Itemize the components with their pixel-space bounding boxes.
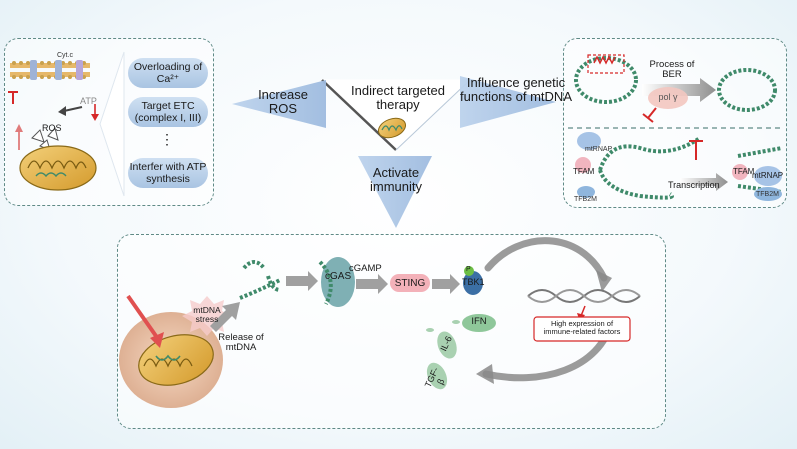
tfam-blob-left	[575, 157, 591, 173]
panel-right-genetic	[563, 38, 787, 208]
increase-arrow-icon	[15, 124, 23, 150]
high-expression-label: High expression of immune-related factor…	[543, 319, 621, 337]
tfam-right-label: TFAM	[733, 167, 755, 176]
cgamp-label: cGAMP	[349, 263, 382, 274]
swoosh-arrowhead-bottom	[476, 364, 494, 384]
center-v-shape	[320, 79, 472, 151]
transcription-arrow	[680, 173, 728, 191]
center-mito-icon	[377, 117, 407, 139]
cgas-dna-strand	[318, 260, 333, 305]
tfb2m-right-label: TFB2M	[756, 191, 779, 198]
cgas-label: cGAS	[325, 271, 352, 282]
mtrnap-left-label: mtRNAP	[585, 146, 613, 153]
ros-arrow-icon	[58, 106, 83, 116]
swoosh-arrowhead-top	[596, 270, 612, 292]
ifn-label: IFN	[471, 316, 487, 327]
released-mtdna-fragments	[239, 260, 281, 300]
tfb2m-blob-left	[577, 186, 595, 198]
mechanism-target-etc: Target ETC (complex I, III)	[128, 97, 208, 127]
circular-mtdna-damaged	[574, 54, 638, 104]
phosphate-blob	[464, 266, 474, 276]
pol-gamma-blob	[648, 87, 688, 109]
tfam-blob-right	[732, 164, 748, 180]
mitochondrion-left	[19, 145, 97, 191]
inhibit-icon-transcription	[689, 140, 703, 160]
mtrnap-right-label: mtRNAP	[752, 171, 784, 180]
mechanism-atp-synthesis: Interfer with ATP synthesis	[128, 158, 208, 188]
mechanism-ca-overload: Overloading of Ca²⁺	[128, 58, 208, 88]
transcription-label: Transcription	[668, 180, 720, 190]
swoosh-arrow-top	[484, 237, 608, 282]
pol-gamma-label: pol γ	[658, 92, 678, 102]
membrane-bilayer	[10, 60, 90, 80]
arrow-increase-ros	[232, 80, 326, 128]
arrow-to-sting	[356, 274, 388, 294]
ifn-blob	[462, 314, 496, 332]
inhibit-icon-left	[8, 91, 18, 104]
activate-immunity-label: Activate immunity	[369, 165, 422, 195]
mechanism-more-dots: ⋮	[160, 131, 174, 147]
tfam-left-label: TFAM	[573, 167, 595, 176]
process-ber-label: Process of BER	[649, 59, 695, 81]
high-expression-box	[533, 316, 631, 342]
tgfb-blob	[426, 362, 448, 390]
increase-ros-label: Increase ROS	[258, 87, 308, 117]
il6-blob	[437, 331, 457, 359]
inhibit-icon-pol	[642, 107, 657, 123]
tbk1-blob	[463, 271, 483, 295]
mtrnap-blob-left	[577, 132, 601, 150]
release-mtdna-label: Release of mtDNA	[218, 332, 264, 354]
small-cytokine-dot-1	[452, 320, 460, 324]
phosphate-label: P	[466, 266, 471, 273]
cell-with-mitochondrion	[119, 312, 223, 408]
atp-label: ATP	[80, 96, 97, 106]
cyt-c-label: Cyt.c	[57, 52, 73, 59]
atp-down-arrow-icon	[91, 104, 99, 121]
mtrnap-blob-right	[754, 166, 782, 186]
sting-tag: STING	[390, 274, 430, 292]
center-title: Indirect targeted therapy	[351, 83, 445, 113]
stress-arrow-icon	[126, 294, 164, 348]
arrow-to-cgas	[286, 271, 318, 291]
arrow-to-tbk1	[432, 274, 460, 294]
release-arrow	[210, 302, 240, 332]
arrow-activate-immunity	[358, 156, 432, 228]
left-panel-chevron	[99, 51, 125, 197]
arrow-influence-genetic	[460, 76, 556, 128]
tfb2m-blob-right	[754, 187, 782, 201]
influence-genetic-label: Influence genetic functions of mtDNA	[460, 75, 572, 105]
mtdna-stress-label: mtDNA stress	[193, 305, 221, 325]
circular-mtdna-repaired	[717, 68, 777, 112]
mtdna-strand-left	[598, 136, 702, 200]
ros-label: ROS	[42, 123, 62, 133]
tfb2m-left-label: TFB2M	[574, 196, 597, 203]
tbk1-label: TBK1	[462, 277, 485, 287]
dna-helix	[527, 289, 641, 303]
small-cytokine-dot-2	[426, 328, 434, 332]
